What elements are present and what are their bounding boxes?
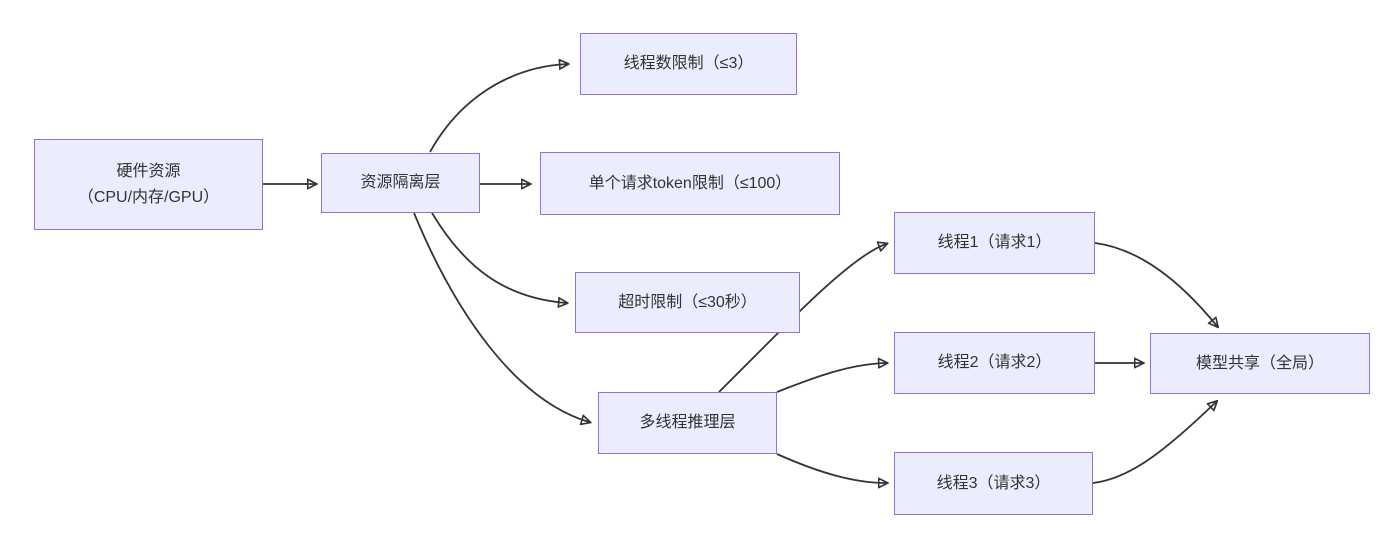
edge-multithread-to-thread2 [776, 363, 886, 393]
node-thread-count-limit: 线程数限制（≤3） [580, 33, 797, 95]
node-multithread-inference-layer: 多线程推理层 [598, 392, 777, 454]
edge-thread3-to-model-share [1092, 402, 1216, 484]
node-label: 线程3（请求3） [936, 474, 1051, 492]
node-hardware-resources: 硬件资源 （CPU/内存/GPU） [34, 139, 263, 230]
node-timeout-limit: 超时限制（≤30秒） [575, 272, 800, 333]
edge-isolation-to-multithread [413, 212, 589, 422]
node-thread2: 线程2（请求2） [894, 332, 1095, 394]
edge-multithread-to-thread3 [776, 453, 886, 483]
edge-isolation-to-timeout [431, 212, 566, 303]
node-thread3: 线程3（请求3） [894, 452, 1093, 515]
node-label: 超时限制（≤30秒） [618, 293, 757, 311]
node-model-share-global: 模型共享（全局） [1150, 333, 1370, 394]
node-label: 线程2（请求2） [937, 354, 1052, 372]
node-label: 多线程推理层 [639, 414, 736, 432]
edge-multithread-to-thread1 [718, 244, 886, 393]
node-label: 资源隔离层 [360, 174, 441, 192]
node-thread1: 线程1（请求1） [894, 212, 1095, 274]
node-label: 单个请求token限制（≤100） [588, 174, 792, 192]
node-resource-isolation-layer: 资源隔离层 [321, 153, 480, 213]
edge-isolation-to-thread-limit [429, 64, 567, 153]
node-label: 模型共享（全局） [1195, 354, 1324, 372]
node-label: 线程1（请求1） [937, 234, 1052, 252]
node-label: 硬件资源 （CPU/内存/GPU） [77, 162, 220, 206]
node-label: 线程数限制（≤3） [623, 55, 754, 73]
node-token-limit: 单个请求token限制（≤100） [540, 152, 840, 215]
edge-thread1-to-model-share [1094, 242, 1217, 326]
